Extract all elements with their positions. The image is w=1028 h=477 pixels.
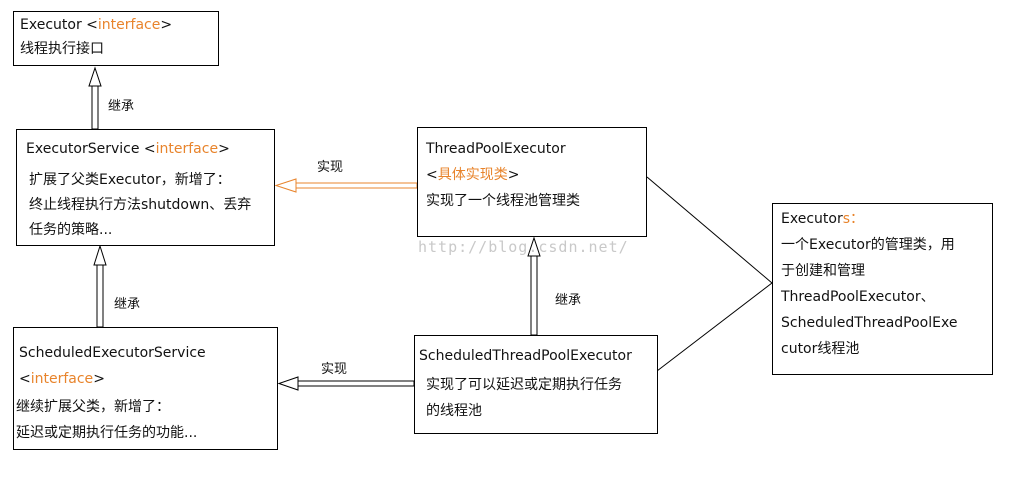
scheduled-executor-service-desc-line1: 继续扩展父类，新增了：	[16, 399, 170, 415]
executors-desc-line1: 一个Executor的管理类，用	[781, 237, 955, 253]
executor-stereotype: interface	[97, 17, 161, 33]
executors-desc-line5: cutor线程池	[781, 341, 860, 357]
executor-service-desc-line1: 扩展了父类Executor，新增了：	[29, 172, 231, 188]
thread-pool-executor-gt: >	[507, 167, 520, 183]
executor-service-desc-line2: 终止线程执行方法shutdown、丢弃	[29, 197, 252, 213]
executors-box: Executors： 一个Executor的管理类，用 于创建和管理 Threa…	[772, 203, 993, 375]
executors-desc-line3: ThreadPoolExecutor、	[781, 289, 935, 305]
executors-desc-line4: ScheduledThreadPoolExe	[781, 315, 958, 331]
executors-name: Executor	[781, 211, 843, 227]
scheduled-executor-service-box: ScheduledExecutorService <interface> 继续扩…	[13, 327, 278, 450]
inherit-arrow-scheduled-service-to-executor-service	[93, 244, 107, 328]
edge-label-inherit-executor-service: 继承	[108, 99, 135, 114]
executor-name: Executor	[20, 17, 87, 33]
scheduled-thread-pool-executor-box: ScheduledThreadPoolExecutor 实现了可以延迟或定期执行…	[414, 335, 658, 434]
implement-arrow-thread-pool-to-executor-service	[274, 178, 418, 193]
executors-name-suffix: s：	[842, 211, 864, 227]
executor-service-desc-line3: 任务的策略...	[29, 222, 113, 238]
executor-description: 线程执行接口	[20, 41, 104, 57]
thread-pool-executor-stereotype-line: <具体实现类>	[426, 162, 519, 188]
thread-pool-executor-stereotype: 具体实现类	[437, 167, 508, 183]
scheduled-executor-service-lt: <	[19, 371, 31, 387]
edge-label-inherit-scheduled-pool: 继承	[555, 293, 582, 308]
scheduled-executor-service-name: ScheduledExecutorService	[19, 345, 206, 361]
thread-pool-executor-name: ThreadPoolExecutor	[426, 141, 566, 157]
executor-service-lt: <	[143, 141, 156, 157]
executors-desc-line2: 于创建和管理	[781, 263, 865, 279]
executor-box: Executor <interface> 线程执行接口	[13, 11, 219, 66]
edge-label-inherit-scheduled-service: 继承	[114, 297, 141, 312]
thread-pool-executor-box: ThreadPoolExecutor <具体实现类> 实现了一个线程池管理类	[417, 127, 647, 237]
executor-service-stereotype: interface	[155, 141, 219, 157]
executor-service-gt: >	[218, 141, 230, 157]
implement-arrow-scheduled-pool-to-scheduled-service	[277, 376, 415, 391]
executor-title: Executor <interface>	[20, 12, 172, 38]
scheduled-thread-pool-executor-name: ScheduledThreadPoolExecutor	[419, 348, 632, 364]
scheduled-thread-pool-executor-desc-line2: 的线程池	[426, 403, 482, 419]
executor-service-name: ExecutorService	[26, 141, 144, 157]
scheduled-executor-service-stereotype: interface	[30, 371, 94, 387]
executor-lt: <	[86, 17, 98, 33]
edge-label-implement-scheduled-pool: 实现	[321, 362, 348, 377]
association-line-scheduled-pool-to-executors	[656, 282, 773, 372]
scheduled-executor-service-stereotype-line: <interface>	[19, 366, 105, 392]
scheduled-executor-service-desc-line2: 延迟或定期执行任务的功能...	[16, 425, 198, 441]
executor-gt: >	[160, 17, 173, 33]
scheduled-thread-pool-executor-desc-line1: 实现了可以延迟或定期执行任务	[426, 377, 622, 393]
association-line-thread-pool-to-executors	[646, 176, 773, 284]
executor-service-title: ExecutorService <interface>	[26, 136, 230, 162]
executors-title: Executors：	[781, 206, 864, 232]
thread-pool-executor-lt: <	[426, 167, 438, 183]
edge-label-implement-thread-pool: 实现	[317, 160, 344, 175]
scheduled-executor-service-gt: >	[93, 371, 105, 387]
thread-pool-executor-description: 实现了一个线程池管理类	[426, 193, 580, 209]
inherit-arrow-executor-service-to-executor	[88, 66, 102, 130]
watermark-text: http://blog.csdn.net/	[418, 238, 629, 256]
executor-service-box: ExecutorService <interface> 扩展了父类Executo…	[16, 129, 275, 246]
